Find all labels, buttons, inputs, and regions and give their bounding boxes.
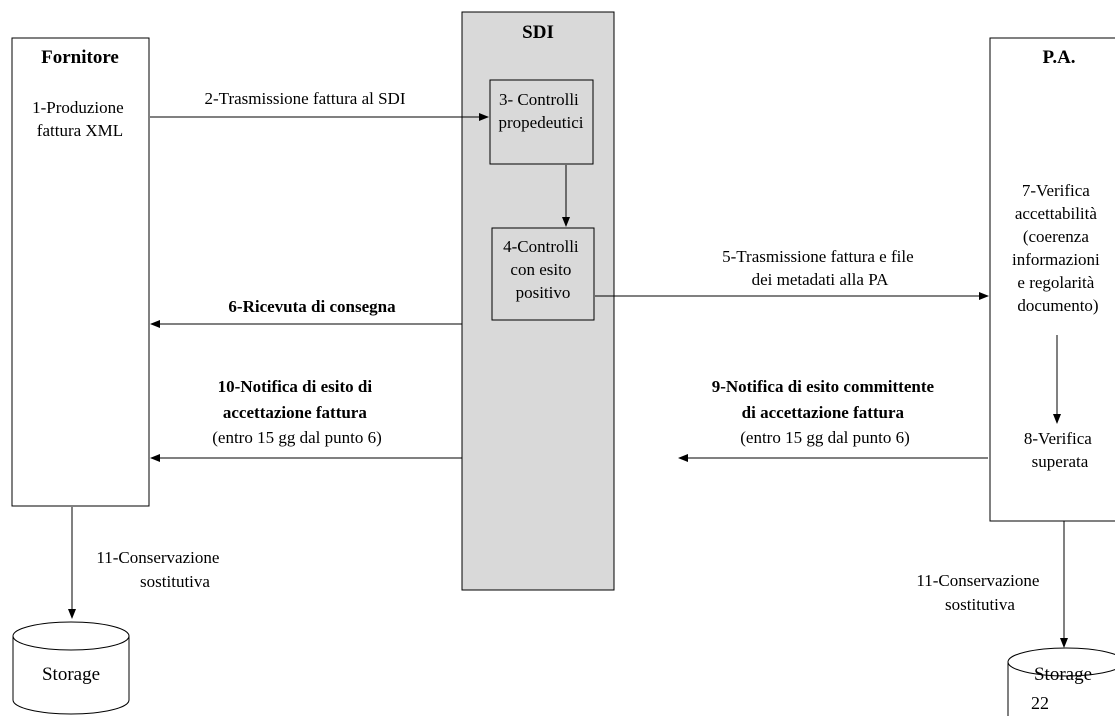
step1-line: fattura XML: [37, 121, 123, 140]
step4-line: 4-Controlli: [503, 237, 579, 256]
step7-line: (coerenza: [1023, 227, 1090, 246]
flow10-label: 10-Notifica di esito di accettazione fat…: [212, 377, 382, 447]
pa-title: P.A.: [1042, 47, 1075, 68]
storage-right-caption-line: 11-Conservazione: [916, 571, 1039, 590]
flow5-line: 5-Trasmissione fattura e file: [722, 247, 914, 266]
step7-line: documento): [1017, 296, 1098, 315]
fornitore-title: Fornitore: [41, 47, 119, 68]
step7-line: informazioni: [1012, 250, 1100, 269]
flow6-label: 6-Ricevuta di consegna: [228, 297, 396, 316]
pa-lane: [989, 37, 1115, 522]
flow9-line: (entro 15 gg dal punto 6): [740, 428, 910, 447]
fornitore-lane: [11, 37, 150, 507]
step3-text: 3- Controlli propedeutici: [499, 90, 584, 132]
step1-text: 1-Produzione fattura XML: [32, 98, 128, 140]
flow5-line: dei metadati alla PA: [752, 270, 889, 289]
flow9-label: 9-Notifica di esito committente di accet…: [712, 377, 939, 447]
step7-line: e regolarità: [1017, 273, 1094, 292]
step8-line: superata: [1032, 452, 1089, 471]
flow10-line: (entro 15 gg dal punto 6): [212, 428, 382, 447]
step8-line: 8-Verifica: [1024, 429, 1092, 448]
step3-line: 3- Controlli: [499, 90, 579, 109]
step4-line: con esito: [510, 260, 571, 279]
flow10-line: 10-Notifica di esito di: [218, 377, 373, 396]
flow10-line: accettazione fattura: [223, 403, 367, 422]
storage-left-caption: 11-Conservazione sostitutiva: [96, 548, 223, 591]
flow9-line: 9-Notifica di esito committente: [712, 377, 935, 396]
sdi-title: SDI: [522, 22, 554, 43]
flow6-line: 6-Ricevuta di consegna: [228, 297, 396, 316]
flow2-line: 2-Trasmissione fattura al SDI: [205, 89, 406, 108]
step4-text: 4-Controlli con esito positivo: [503, 237, 583, 302]
storage-right-caption-line: sostitutiva: [945, 595, 1015, 614]
storage-left-caption-line: 11-Conservazione: [96, 548, 219, 567]
step3-box: [489, 79, 594, 165]
step8-text: 8-Verifica superata: [1024, 429, 1096, 471]
storage-left-cylinder: [12, 621, 130, 715]
storage-left-label: Storage: [42, 664, 100, 685]
storage-right-label: Storage: [1034, 664, 1092, 685]
flow5-label: 5-Trasmissione fattura e file dei metada…: [722, 247, 918, 289]
step7-line: 7-Verifica: [1022, 181, 1090, 200]
step7-line: accettabilità: [1015, 204, 1098, 223]
storage-right-caption: 11-Conservazione sostitutiva: [916, 571, 1043, 614]
step4-box: [491, 227, 595, 321]
page-number: 22: [1031, 693, 1049, 713]
step7-text: 7-Verifica accettabilità (coerenza infor…: [1012, 181, 1104, 315]
flow9-line: di accettazione fattura: [742, 403, 905, 422]
storage-right-cylinder: [1007, 647, 1115, 716]
storage-left-caption-line: sostitutiva: [140, 572, 210, 591]
step3-line: propedeutici: [499, 113, 584, 132]
step4-line: positivo: [516, 283, 571, 302]
step1-line: 1-Produzione: [32, 98, 124, 117]
flow2-label: 2-Trasmissione fattura al SDI: [205, 89, 406, 108]
